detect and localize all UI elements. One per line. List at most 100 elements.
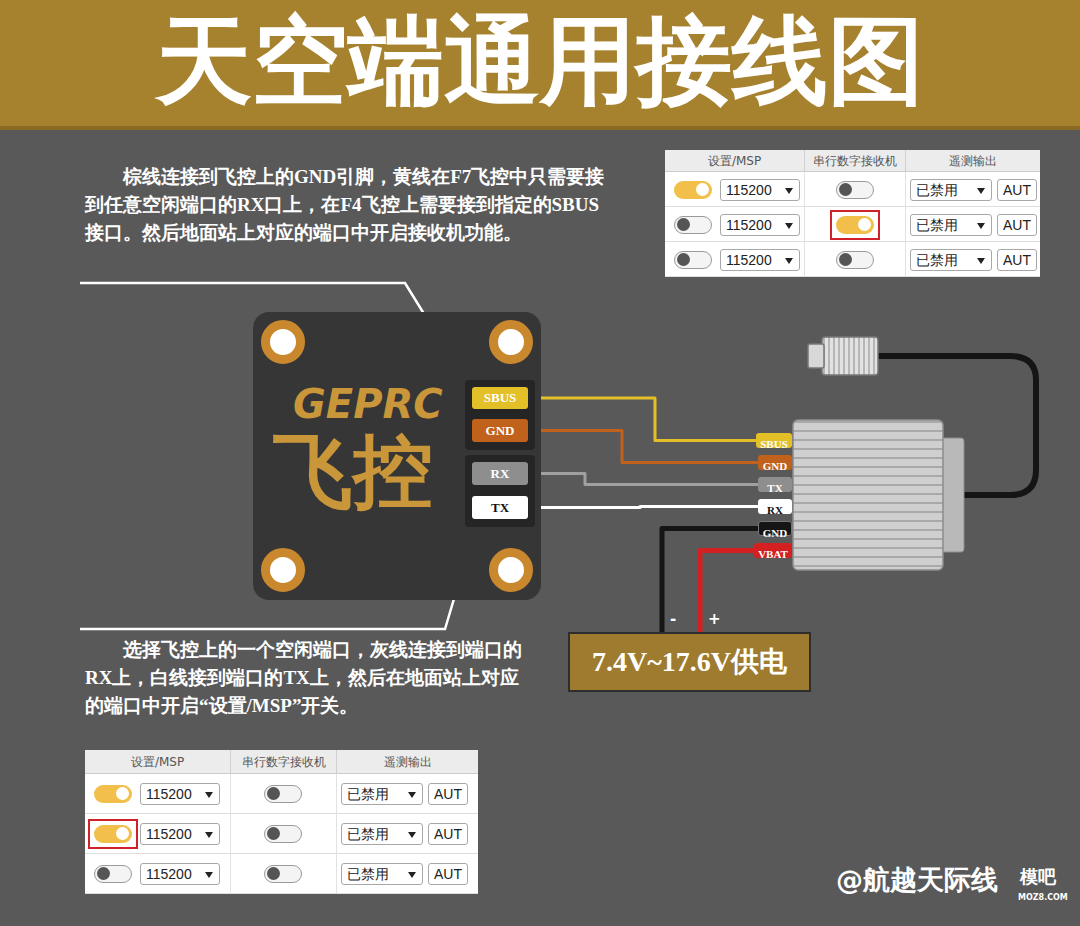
mounting-hole (261, 320, 305, 364)
toggle-switch (94, 865, 132, 883)
col-line (905, 172, 906, 207)
select-value: AUT (429, 864, 462, 884)
toggle-switch (674, 251, 712, 269)
toggle-knob (696, 183, 709, 196)
wire (700, 551, 754, 633)
watermark: @航越天际线 (836, 864, 998, 896)
select-value: AUT (998, 250, 1031, 270)
antenna-connector (822, 337, 878, 375)
select-box: AUT (997, 249, 1037, 271)
select-box: AUT (428, 863, 468, 885)
col-line (905, 207, 906, 242)
receiver-pin: GND (758, 455, 792, 470)
pin-label: GND (763, 459, 787, 474)
col-line (230, 854, 231, 894)
fc-pad: TX (472, 496, 528, 519)
power-box: 7.4V~17.6V供电 (568, 632, 811, 692)
table-header-cell: 设置/MSP (665, 150, 804, 172)
select-value: 115200 (141, 784, 192, 804)
toggle-switch (94, 785, 132, 803)
select-value: 115200 (141, 824, 192, 844)
select-value: AUT (998, 215, 1031, 235)
receiver-pin: TX (758, 477, 792, 492)
select-box: AUT (997, 179, 1037, 201)
pin-label: SBUS (484, 387, 517, 409)
table-header-cell: 串行数字接收机 (804, 150, 905, 172)
col-line (804, 242, 805, 277)
dropdown-arrow (408, 872, 416, 878)
table-header-cell: 遥测输出 (336, 750, 478, 774)
select-value: 已禁用 (911, 215, 958, 235)
select-value: AUT (998, 180, 1031, 200)
polarity-label: - (668, 610, 678, 628)
toggle-knob (97, 867, 110, 880)
dropdown-arrow (977, 258, 985, 264)
highlight-box (88, 819, 138, 849)
settings-table: 设置/MSP串行数字接收机遥测输出115200已禁用AUT115200已禁用AU… (665, 150, 1040, 277)
col-line (230, 814, 231, 854)
toggle-knob (116, 787, 129, 800)
toggle-knob (677, 253, 690, 266)
select-box: 115200 (720, 179, 800, 201)
settings-table: 设置/MSP串行数字接收机遥测输出115200已禁用AUT115200已禁用AU… (85, 750, 478, 894)
select-value: AUT (429, 784, 462, 804)
select-value: 已禁用 (342, 864, 389, 884)
wire (528, 507, 758, 508)
flight-controller-board: GEPRC飞控 SBUS GND RX TX (253, 312, 541, 600)
pin-label: TX (491, 496, 509, 519)
dropdown-arrow (205, 832, 213, 838)
dropdown-arrow (408, 832, 416, 838)
select-value: 115200 (721, 215, 772, 235)
toggle-knob (267, 827, 280, 840)
select-value: 115200 (721, 180, 772, 200)
toggle-switch (836, 216, 874, 234)
pin-label: VBAT (758, 547, 788, 562)
select-box: 已禁用 (910, 214, 992, 236)
toggle-knob (267, 787, 280, 800)
fc-pad: RX (472, 462, 528, 485)
dropdown-arrow (205, 872, 213, 878)
dropdown-arrow (785, 188, 793, 194)
wire (662, 529, 758, 633)
select-box: 已禁用 (341, 783, 423, 805)
select-value: 已禁用 (911, 180, 958, 200)
select-box: AUT (428, 783, 468, 805)
board-name: 飞控 (273, 428, 433, 516)
mounting-hole (489, 548, 533, 592)
select-box: 已禁用 (910, 249, 992, 271)
wire (528, 431, 758, 463)
select-box: AUT (997, 214, 1037, 236)
select-box: 115200 (140, 823, 220, 845)
callout-text: 棕线连接到飞控上的GND引脚，黄线在F7飞控中只需要接到任意空闲端口的RX口上，… (85, 163, 610, 247)
receiver-pin: GND (758, 521, 792, 536)
site-logo: 模吧 (1020, 866, 1056, 888)
receiver-pin: SBUS (756, 433, 792, 448)
pin-label: GND (486, 419, 515, 442)
col-line (804, 207, 805, 242)
brand-logo: GEPRC (293, 382, 443, 426)
col-line (804, 172, 805, 207)
wire (528, 474, 758, 485)
col-line (336, 814, 337, 854)
title-banner (0, 0, 1080, 130)
toggle-switch (674, 181, 712, 199)
select-box: 已禁用 (341, 863, 423, 885)
select-box: 已禁用 (910, 179, 992, 201)
col-line (905, 242, 906, 277)
toggle-switch (836, 251, 874, 269)
col-line (230, 774, 231, 814)
banner-edge (0, 126, 1080, 130)
select-value: 已禁用 (911, 250, 958, 270)
pin-label: RX (491, 462, 510, 485)
select-value: 115200 (721, 250, 772, 270)
select-value: 115200 (141, 864, 192, 884)
receiver-pin: RX (758, 499, 792, 514)
receiver-pin: VBAT (754, 543, 792, 558)
dropdown-arrow (408, 792, 416, 798)
toggle-knob (858, 218, 871, 231)
mounting-hole (489, 320, 533, 364)
select-box: 115200 (720, 249, 800, 271)
dropdown-arrow (977, 223, 985, 229)
toggle-switch (264, 825, 302, 843)
